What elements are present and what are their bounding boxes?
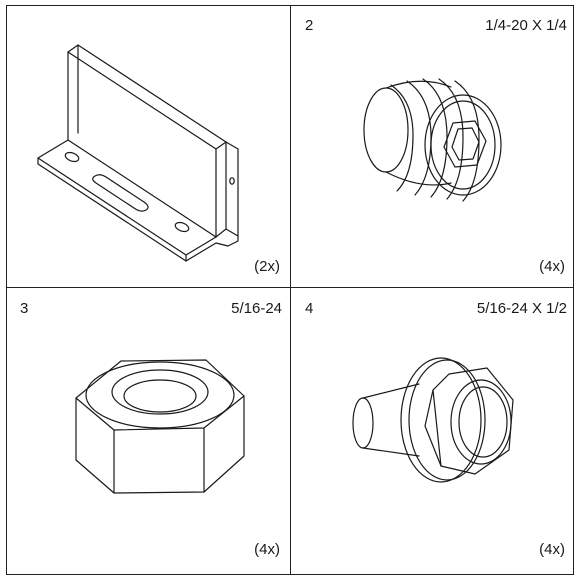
- part-spec: 5/16-24: [231, 300, 282, 317]
- part-number: 2: [305, 17, 314, 34]
- part-quantity: (4x): [539, 541, 565, 558]
- hex-nut-icon: [75, 359, 245, 494]
- part-quantity: (4x): [254, 541, 280, 558]
- part-quantity: (4x): [539, 258, 565, 275]
- part-cell-flange-bolt: 4 5/16-24 X 1/2 (4x): [291, 288, 575, 570]
- part-number: 4: [305, 300, 314, 317]
- table-divider-horizontal: [6, 287, 574, 289]
- flange-bolt-icon: [352, 357, 514, 483]
- part-number: 3: [20, 300, 29, 317]
- part-cell-set-screw: 2 1/4-20 X 1/4 (4x): [291, 5, 575, 287]
- part-spec: 5/16-24 X 1/2: [476, 300, 567, 317]
- part-cell-bracket: (2x): [6, 5, 290, 287]
- bracket-icon: [37, 44, 239, 262]
- table-divider-vertical: [290, 5, 292, 575]
- part-cell-hex-nut: 3 5/16-24 (4x): [6, 288, 290, 570]
- part-spec: 1/4-20 X 1/4: [485, 17, 567, 34]
- set-screw-icon: [363, 78, 502, 202]
- part-quantity: (2x): [254, 258, 280, 275]
